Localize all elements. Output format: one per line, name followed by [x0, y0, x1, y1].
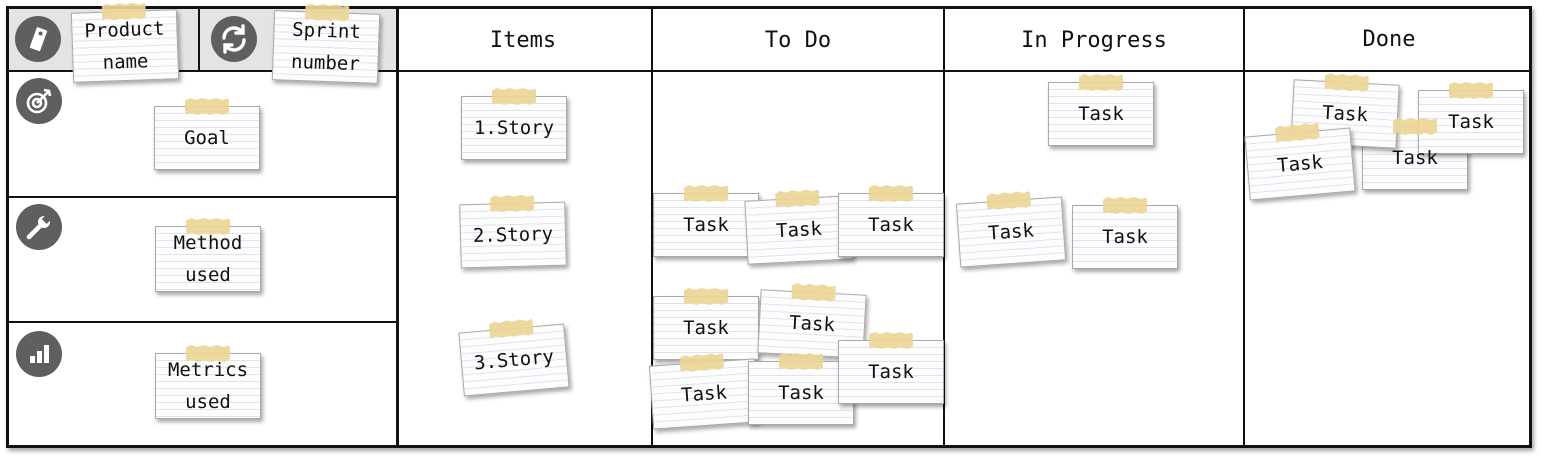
- divider-todo-progress: [943, 9, 945, 445]
- task-note[interactable]: Task: [1072, 197, 1178, 269]
- task-label: Task: [775, 217, 823, 242]
- task-note[interactable]: Task: [653, 185, 759, 257]
- tape: [186, 218, 230, 235]
- tape: [185, 98, 229, 115]
- task-label: Task: [683, 316, 729, 339]
- story-note-2[interactable]: 2.Story: [459, 202, 567, 269]
- bar-chart-icon: [16, 331, 62, 377]
- tape: [1103, 197, 1147, 214]
- tape: [1449, 82, 1493, 99]
- divider-progress-done: [1243, 9, 1245, 445]
- story-label: 1.Story: [473, 116, 555, 139]
- tape: [869, 332, 913, 349]
- story-label: 3.Story: [473, 345, 555, 374]
- task-label: Task: [1078, 102, 1124, 125]
- story-note-3[interactable]: 3.Story: [458, 324, 570, 397]
- column-title-done: Done: [1362, 27, 1416, 52]
- column-title-in-progress: In Progress: [1021, 28, 1167, 53]
- task-note[interactable]: Task: [838, 332, 944, 404]
- product-name-label: Product name: [84, 17, 165, 74]
- tape: [1393, 118, 1437, 135]
- sprint-number-label: Sprint number: [290, 18, 362, 76]
- sprint-number-note[interactable]: Sprint number: [271, 10, 381, 84]
- task-label: Task: [1448, 110, 1494, 133]
- task-note[interactable]: Task: [838, 185, 944, 257]
- target-icon: [16, 78, 62, 124]
- task-label: Task: [788, 311, 836, 336]
- metrics-used-note[interactable]: Metrics used: [155, 345, 261, 419]
- task-note[interactable]: Task: [1048, 74, 1154, 146]
- task-label: Task: [868, 360, 914, 383]
- divider-left-row2: [9, 321, 397, 323]
- task-note[interactable]: Task: [1244, 128, 1356, 201]
- refresh-icon: [211, 16, 257, 62]
- task-label: Task: [1102, 225, 1148, 248]
- divider-left-items: [396, 9, 399, 445]
- tape: [102, 2, 147, 21]
- tape: [684, 288, 728, 305]
- tape: [186, 345, 230, 362]
- task-label: Task: [778, 381, 824, 404]
- metrics-used-label: Metrics used: [167, 359, 249, 413]
- task-note[interactable]: Task: [648, 358, 760, 430]
- divider-header: [9, 70, 1529, 72]
- method-used-note[interactable]: Method used: [155, 218, 261, 292]
- tape: [492, 88, 536, 105]
- divider-left-row1: [9, 196, 397, 198]
- story-label: 2.Story: [472, 222, 554, 247]
- task-note[interactable]: Task: [748, 353, 854, 425]
- tape: [1079, 74, 1123, 91]
- column-title-items: Items: [489, 28, 557, 53]
- goal-note[interactable]: Goal: [154, 98, 260, 170]
- tape: [490, 194, 534, 212]
- tag-icon: [15, 16, 61, 62]
- goal-label: Goal: [184, 126, 230, 149]
- story-note-1[interactable]: 1.Story: [461, 88, 567, 160]
- tape: [779, 353, 823, 370]
- tape: [775, 189, 820, 208]
- product-name-note[interactable]: Product name: [70, 9, 180, 83]
- task-label: Task: [987, 218, 1035, 245]
- task-note[interactable]: Task: [653, 288, 759, 360]
- divider-items-todo: [651, 9, 653, 445]
- task-label: Task: [683, 213, 729, 236]
- task-label: Task: [1392, 146, 1438, 169]
- task-label: Task: [680, 380, 728, 407]
- task-note[interactable]: Task: [955, 196, 1067, 268]
- task-label: Task: [868, 213, 914, 236]
- task-label: Task: [1321, 101, 1369, 126]
- wrench-icon: [16, 204, 62, 250]
- column-title-todo: To Do: [764, 28, 832, 53]
- tape: [869, 185, 913, 202]
- task-label: Task: [1276, 150, 1324, 177]
- tape: [684, 185, 728, 202]
- method-used-label: Method used: [173, 232, 243, 286]
- divider-product-sprint: [198, 9, 200, 71]
